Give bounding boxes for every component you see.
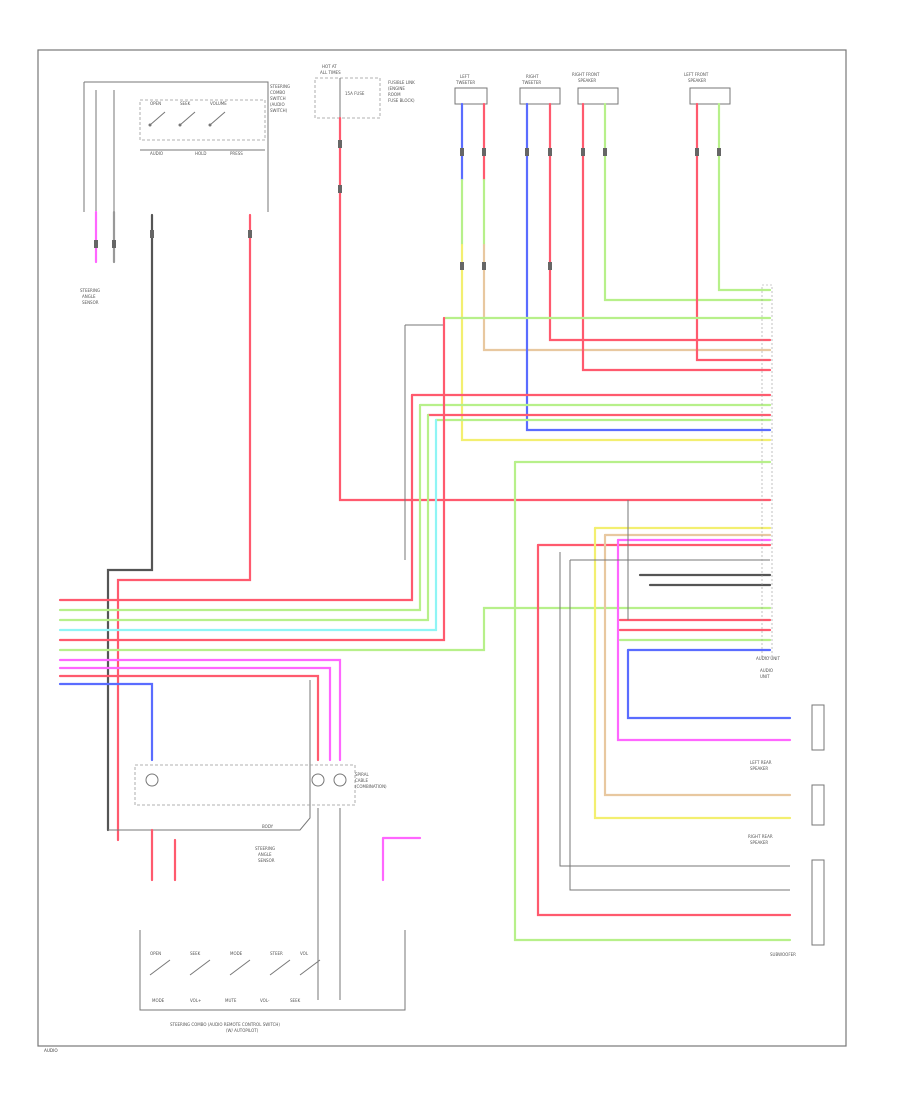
svg-text:TWEETER: TWEETER	[455, 80, 475, 85]
svg-text:STEERING COMBO (AUDIO REMOTE C: STEERING COMBO (AUDIO REMOTE CONTROL SWI…	[170, 1022, 280, 1027]
audio-unit-connector	[761, 284, 773, 658]
svg-text:CABLE: CABLE	[355, 778, 369, 783]
svg-text:VOL+: VOL+	[190, 998, 201, 1003]
svg-text:ALL TIMES: ALL TIMES	[320, 70, 341, 75]
svg-text:OPEN: OPEN	[150, 101, 161, 106]
svg-text:SPIRAL: SPIRAL	[355, 772, 369, 777]
svg-text:VOL: VOL	[300, 951, 309, 956]
svg-text:AUDIO UNIT: AUDIO UNIT	[756, 656, 780, 661]
svg-text:UNIT: UNIT	[760, 674, 770, 679]
svg-text:BODY: BODY	[262, 824, 274, 829]
svg-text:PRESS: PRESS	[230, 151, 243, 156]
diagram-frame	[37, 49, 847, 1047]
svg-text:OPEN: OPEN	[150, 951, 161, 956]
pin-markers	[94, 140, 721, 270]
svg-text:MODE: MODE	[152, 998, 165, 1003]
svg-text:TWEETER: TWEETER	[521, 80, 541, 85]
svg-text:SPEAKER: SPEAKER	[750, 766, 768, 771]
svg-text:LEFT REAR: LEFT REAR	[750, 760, 772, 765]
svg-text:FUSE BLOCK): FUSE BLOCK)	[388, 98, 415, 103]
svg-text:HOLD: HOLD	[195, 151, 206, 156]
svg-text:ANGLE: ANGLE	[82, 294, 96, 299]
svg-text:MUTE: MUTE	[225, 998, 237, 1003]
svg-text:ANGLE: ANGLE	[258, 852, 272, 857]
svg-text:LEFT FRONT: LEFT FRONT	[684, 72, 709, 77]
svg-text:SPEAKER: SPEAKER	[750, 840, 768, 845]
svg-text:VOLUME: VOLUME	[210, 101, 227, 106]
svg-text:FUSIBLE LINK: FUSIBLE LINK	[388, 80, 415, 85]
svg-text:RIGHT REAR: RIGHT REAR	[748, 834, 773, 839]
bottom-switch: OPEN SEEK MODE STEER VOL MODE VOL+ MUTE VOL- S…	[139, 808, 422, 1033]
svg-text:SPEAKER: SPEAKER	[578, 78, 596, 83]
svg-text:STEERING: STEERING	[270, 84, 290, 89]
svg-text:AUDIO: AUDIO	[760, 668, 773, 673]
steering-switch-block: OPEN SEEK VOLUME AUDIO HOLD PRESS STEERINGCO…	[83, 81, 290, 212]
svg-text:SEEK: SEEK	[180, 101, 191, 106]
svg-text:VOL-: VOL-	[260, 998, 270, 1003]
svg-text:SWITCH): SWITCH)	[270, 108, 288, 113]
page-label: AUDIO	[44, 1048, 58, 1053]
svg-text:SENSOR: SENSOR	[82, 300, 99, 305]
svg-text:SENSOR: SENSOR	[258, 858, 275, 863]
svg-text:SEEK: SEEK	[290, 998, 301, 1003]
svg-text:ROOM: ROOM	[388, 92, 401, 97]
svg-text:SEEK: SEEK	[190, 951, 201, 956]
svg-text:(COMBINATION): (COMBINATION)	[355, 784, 387, 789]
svg-text:MODE: MODE	[230, 951, 243, 956]
svg-text:HOT AT: HOT AT	[322, 64, 337, 69]
svg-text:SUBWOOFER: SUBWOOFER	[770, 952, 796, 957]
svg-text:(ENGINE: (ENGINE	[388, 86, 405, 91]
svg-text:15A FUSE: 15A FUSE	[345, 91, 365, 96]
svg-text:(W/ AUTOPILOT): (W/ AUTOPILOT)	[226, 1028, 259, 1033]
svg-text:STEERING: STEERING	[255, 846, 275, 851]
svg-text:(AUDIO: (AUDIO	[270, 102, 285, 107]
svg-text:STEER: STEER	[270, 951, 283, 956]
svg-text:SPEAKER: SPEAKER	[688, 78, 706, 83]
svg-text:AUDIO: AUDIO	[150, 151, 163, 156]
svg-text:LEFT: LEFT	[460, 74, 470, 79]
svg-text:RIGHT: RIGHT	[526, 74, 539, 79]
svg-text:SWITCH: SWITCH	[270, 96, 286, 101]
svg-text:COMBO: COMBO	[270, 90, 285, 95]
left-ground-label: STEERING	[80, 288, 100, 293]
svg-text:RIGHT FRONT: RIGHT FRONT	[572, 72, 600, 77]
